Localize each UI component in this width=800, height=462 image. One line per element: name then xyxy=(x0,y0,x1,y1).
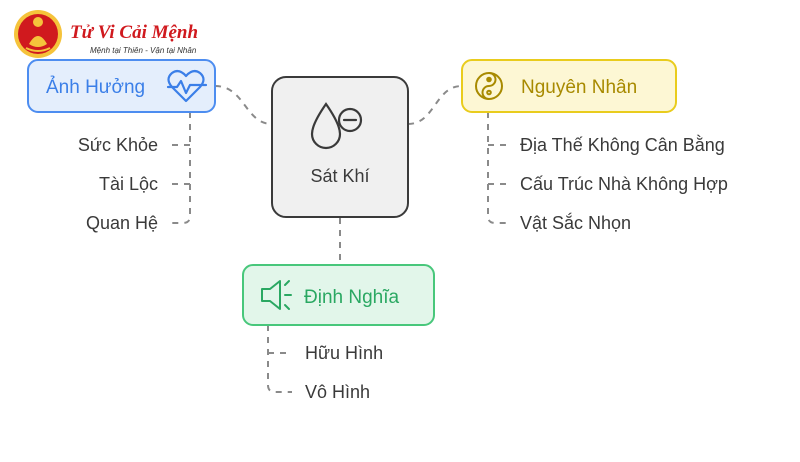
connector-effects-trunk xyxy=(168,112,191,224)
causes-item: Cấu Trúc Nhà Không Hợp xyxy=(520,174,728,194)
effects-label: Ảnh Hưởng xyxy=(46,76,145,98)
yin-yang-icon xyxy=(475,72,503,100)
center-node[interactable]: Sát Khí xyxy=(271,76,409,218)
causes-item: Vật Sắc Nhọn xyxy=(520,212,631,233)
connector-causes-trunk xyxy=(487,112,510,224)
causes-label: Nguyên Nhân xyxy=(521,77,637,98)
connector-center-effects xyxy=(214,85,273,125)
effects-item: Tài Lộc xyxy=(99,174,158,194)
effects-item: Quan Hệ xyxy=(86,213,158,233)
causes-node[interactable]: Nguyên Nhân xyxy=(461,59,677,113)
logo-tagline: Mệnh tại Thiên - Vận tại Nhân xyxy=(90,46,197,55)
connector-definition-trunk xyxy=(267,325,292,393)
center-label: Sát Khí xyxy=(310,166,369,186)
effects-node[interactable]: Ảnh Hưởng xyxy=(27,59,216,113)
connectors xyxy=(168,85,510,393)
definition-item: Vô Hình xyxy=(305,382,370,402)
connector-center-causes xyxy=(407,85,463,125)
causes-item: Địa Thế Không Cân Bằng xyxy=(520,134,725,155)
effects-item: Sức Khỏe xyxy=(78,135,158,155)
brand-logo: Tử Vi Cải Mệnh Mệnh tại Thiên - Vận tại … xyxy=(14,10,198,58)
definition-label: Định Nghĩa xyxy=(304,287,399,308)
megaphone-icon xyxy=(261,280,292,310)
heart-pulse-icon xyxy=(166,69,208,103)
drop-minus-icon xyxy=(310,102,363,150)
logo-title: Tử Vi Cải Mệnh xyxy=(70,22,198,43)
buddha-icon xyxy=(14,10,62,58)
definition-node[interactable]: Định Nghĩa xyxy=(242,264,435,326)
definition-item: Hữu Hình xyxy=(305,343,383,363)
